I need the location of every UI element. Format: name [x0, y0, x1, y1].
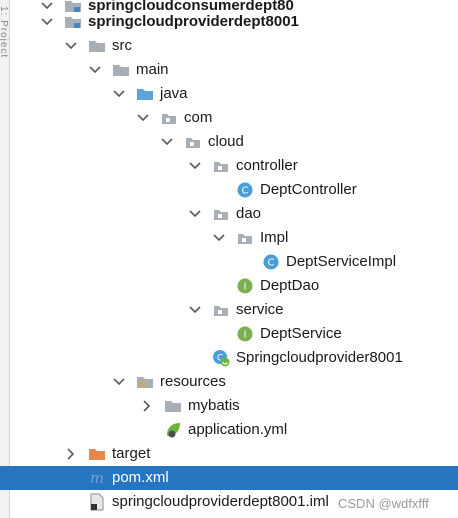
- tree-node-label: application.yml: [188, 421, 288, 438]
- tree-node-label: DeptServiceImpl: [286, 253, 397, 270]
- tree-node-label: DeptController: [260, 181, 357, 198]
- tree-node-label: dao: [236, 205, 262, 222]
- tree-node-deptserviceimpl[interactable]: C DeptServiceImpl: [0, 250, 458, 274]
- tree-node-mybatis[interactable]: mybatis: [0, 394, 458, 418]
- tree-node-label: target: [112, 445, 151, 462]
- class-icon: C: [236, 181, 254, 199]
- tree-node-main[interactable]: main: [0, 58, 458, 82]
- tree-node-springcloudproviderdept8001[interactable]: springcloudproviderdept8001: [0, 10, 458, 34]
- tree-node-deptdao[interactable]: I DeptDao: [0, 274, 458, 298]
- chevron-down-icon[interactable]: [210, 226, 228, 250]
- svg-text:m: m: [90, 469, 104, 487]
- chevron-down-icon[interactable]: [62, 34, 80, 58]
- tree-node-label: springcloudproviderdept8001.iml: [112, 493, 329, 510]
- package-icon: [212, 157, 230, 175]
- tree-node-springcloudproviderdept8001-iml[interactable]: springcloudproviderdept8001.iml: [0, 490, 458, 514]
- tree-node-pom-xml[interactable]: m pom.xml: [0, 466, 458, 490]
- chevron-down-icon[interactable]: [38, 0, 56, 18]
- tree-node-deptservice[interactable]: I DeptService: [0, 322, 458, 346]
- package-icon: [236, 229, 254, 247]
- tree-node-label: springcloudproviderdept8001: [88, 13, 299, 30]
- project-tool-window-stripe[interactable]: 1: Project: [0, 0, 10, 518]
- svg-text:C: C: [242, 186, 249, 197]
- tree-node-label: src: [112, 37, 132, 54]
- tree-node-label: cloud: [208, 133, 244, 150]
- folder-icon: [164, 397, 182, 415]
- tree-node-impl[interactable]: Impl: [0, 226, 458, 250]
- interface-icon: I: [236, 325, 254, 343]
- tree-node-com[interactable]: com: [0, 106, 458, 130]
- watermark: CSDN @wdfxfff: [338, 496, 429, 511]
- tree-node-label: DeptService: [260, 325, 342, 342]
- tree-node-label: Springcloudprovider8001: [236, 349, 403, 366]
- package-icon: [160, 109, 178, 127]
- tree-node-label: mybatis: [188, 397, 240, 414]
- folder-icon: [112, 61, 130, 79]
- tree-node-label: main: [136, 61, 169, 78]
- chevron-down-icon[interactable]: [110, 370, 128, 394]
- chevron-right-icon[interactable]: [62, 442, 80, 466]
- chevron-down-icon[interactable]: [158, 130, 176, 154]
- tree-node-resources[interactable]: resources: [0, 370, 458, 394]
- tree-node-label: DeptDao: [260, 277, 320, 294]
- spring-boot-class-icon: C: [212, 349, 230, 367]
- tree-node-label: springcloudconsumerdept80: [88, 0, 294, 14]
- chevron-down-icon[interactable]: [110, 82, 128, 106]
- tree-node-label: java: [160, 85, 188, 102]
- chevron-down-icon[interactable]: [38, 10, 56, 34]
- chevron-down-icon[interactable]: [86, 58, 104, 82]
- maven-icon: m: [88, 469, 106, 487]
- folder-icon: [88, 37, 106, 55]
- source-folder-icon: [136, 85, 154, 103]
- tree-node-label: controller: [236, 157, 298, 174]
- iml-file-icon: [88, 493, 106, 511]
- package-icon: [212, 205, 230, 223]
- project-stripe-label: 1: Project: [0, 6, 9, 59]
- module-folder-icon: [64, 13, 82, 31]
- chevron-down-icon[interactable]: [186, 154, 204, 178]
- interface-icon: I: [236, 277, 254, 295]
- module-folder-icon: [64, 0, 82, 15]
- tree-node-service[interactable]: service: [0, 298, 458, 322]
- resources-folder-icon: [136, 373, 154, 391]
- tree-node-label: com: [184, 109, 213, 126]
- tree-node-springcloudprovider8001[interactable]: C Springcloudprovider8001: [0, 346, 458, 370]
- tree-node-controller[interactable]: controller: [0, 154, 458, 178]
- tree-node-dao[interactable]: dao: [0, 202, 458, 226]
- tree-node-springcloudconsumerdept80[interactable]: springcloudconsumerdept80: [0, 0, 458, 18]
- chevron-down-icon[interactable]: [134, 106, 152, 130]
- class-icon: C: [262, 253, 280, 271]
- tree-node-label: resources: [160, 373, 226, 390]
- tree-node-application-yml[interactable]: application.yml: [0, 418, 458, 442]
- tree-node-label: pom.xml: [112, 469, 169, 486]
- spring-config-icon: [164, 421, 182, 439]
- svg-text:I: I: [244, 282, 247, 293]
- tree-node-deptcontroller[interactable]: C DeptController: [0, 178, 458, 202]
- excluded-folder-icon: [88, 445, 106, 463]
- package-icon: [212, 301, 230, 319]
- package-icon: [184, 133, 202, 151]
- chevron-right-icon[interactable]: [138, 394, 156, 418]
- svg-text:C: C: [217, 354, 223, 364]
- tree-node-target[interactable]: target: [0, 442, 458, 466]
- tree-node-java[interactable]: java: [0, 82, 458, 106]
- tree-node-label: service: [236, 301, 284, 318]
- tree-node-cloud[interactable]: cloud: [0, 130, 458, 154]
- chevron-down-icon[interactable]: [186, 202, 204, 226]
- svg-text:C: C: [268, 258, 275, 269]
- tree-node-label: Impl: [260, 229, 289, 246]
- tree-node-src[interactable]: src: [0, 34, 458, 58]
- chevron-down-icon[interactable]: [186, 298, 204, 322]
- svg-text:I: I: [244, 330, 247, 341]
